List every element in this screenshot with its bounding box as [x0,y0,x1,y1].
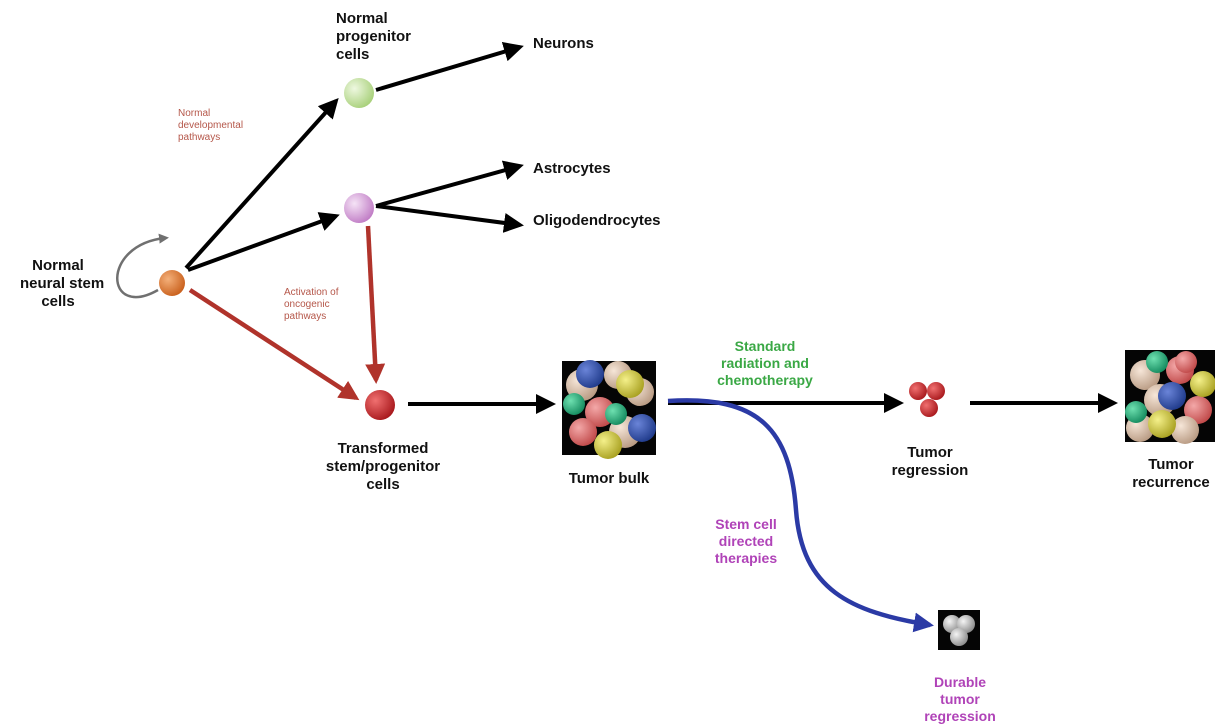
label-line: cells [366,476,400,493]
label-line: regression [891,462,969,479]
label-line: Normal [178,108,211,119]
annotation-standard-therapy: Standard radiation and chemotherapy [700,338,830,389]
arrow-stem-therapy-to-durable [667,398,934,633]
tumor-bulk-image [562,360,656,459]
label-line: cells [41,293,75,310]
label-tumor-bulk: Tumor bulk [568,470,650,487]
label-line: chemotherapy [717,372,813,388]
annotation-stem-cell-therapies: Stem cell directed therapies [696,516,796,567]
label-transformed-cells: Transformed stem/progenitor cells [318,440,448,494]
label-line: tumor [940,691,980,707]
label-line: oncogenic [284,299,330,310]
label-line: Activation of [284,287,339,298]
arrow-stem-to-green-progenitor [184,98,339,270]
tumor-recurrence-image [1125,350,1215,444]
label-oligodendrocytes: Oligodendrocytes [533,212,661,229]
label-tumor-recurrence: Tumor recurrence [1127,456,1215,492]
annotation-oncogenic-pathways: Activation of oncogenic pathways [284,287,338,323]
label-line: recurrence [1132,474,1210,491]
label-line: Durable [933,674,987,690]
annotation-normal-developmental-pathways: Normal developmental pathways [178,108,243,144]
label-tumor-regression: Tumor regression [880,444,980,480]
purple-progenitor-cell [344,193,374,223]
label-line: pathways [284,311,327,322]
label-line: radiation and [721,355,809,371]
arrow-progenitor-to-astrocytes [375,160,524,208]
label-line: regression [924,708,996,724]
arrow-progenitor-to-neurons [375,41,524,92]
label-line: stem/progenitor [325,458,441,475]
label-astrocytes: Astrocytes [533,160,611,177]
label-neurons: Neurons [533,35,594,52]
tumor-regression-image [909,382,945,417]
normal-stem-cell [159,270,185,296]
self-renewal-loop-arrow [116,233,169,299]
label-line: Transformed [337,440,429,457]
label-line: Normal [336,10,388,27]
label-durable-tumor-regression: Durable tumor regression [910,674,1010,725]
label-line: progenitor [336,28,411,45]
arrow-progenitor-to-oligodendrocytes [375,204,524,233]
label-normal-stem-cells: Normal neural stem cells [20,257,105,311]
transformed-cell [365,390,395,420]
label-line: directed [718,533,774,549]
label-normal-progenitor-cells: Normal progenitor cells [336,10,411,64]
label-line: Normal [32,257,84,274]
label-line: Tumor [1148,456,1194,473]
durable-regression-image [938,610,980,650]
label-line: pathways [178,132,221,143]
arrow-stem-to-transformed [188,288,360,401]
arrow-progenitor-to-transformed [365,225,386,384]
label-line: Tumor [907,444,953,461]
arrow-stem-to-purple-progenitor [187,212,340,272]
green-progenitor-cell [344,78,374,108]
label-line: Stem cell [715,516,777,532]
label-line: neural stem [20,275,105,292]
label-line: developmental [178,120,244,131]
label-line: cells [336,46,370,63]
label-line: Standard [734,338,796,354]
label-line: therapies [714,550,778,566]
